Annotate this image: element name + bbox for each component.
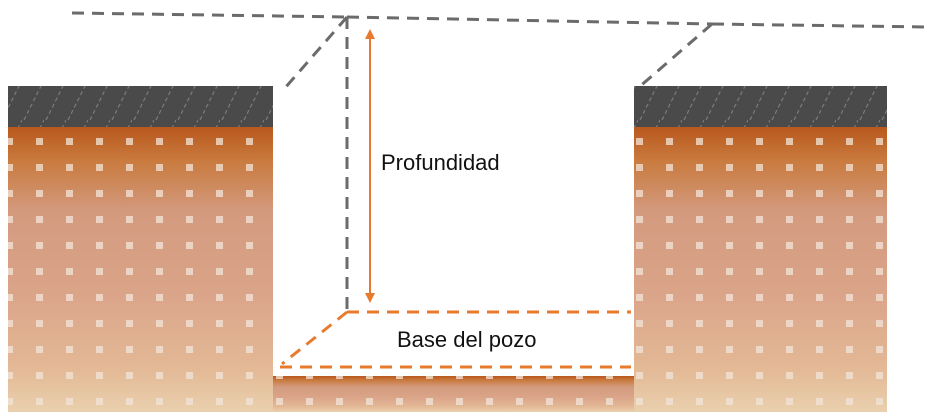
left-soil-dots [8, 126, 273, 412]
surface-reference-lines [71, 11, 929, 313]
base-left-diagonal [281, 310, 348, 366]
surface-line-right [346, 15, 713, 26]
pit-edge-left-diagonal [283, 16, 349, 89]
right-soil-dots [634, 126, 887, 412]
right-asphalt-hatch [634, 86, 887, 127]
pit-floor-soil [273, 376, 634, 412]
pit [273, 86, 634, 376]
pit-base-outline [280, 310, 631, 369]
pit-edge-right-diagonal [637, 22, 713, 90]
left-ground [8, 86, 273, 412]
base-label: Base del pozo [397, 327, 536, 352]
surface-line-top [71, 11, 348, 19]
left-asphalt-hatch [8, 86, 273, 127]
surface-line-far-right [711, 22, 929, 29]
right-ground [634, 86, 887, 412]
depth-label: Profundidad [381, 150, 500, 175]
depth-arrow [365, 29, 375, 303]
